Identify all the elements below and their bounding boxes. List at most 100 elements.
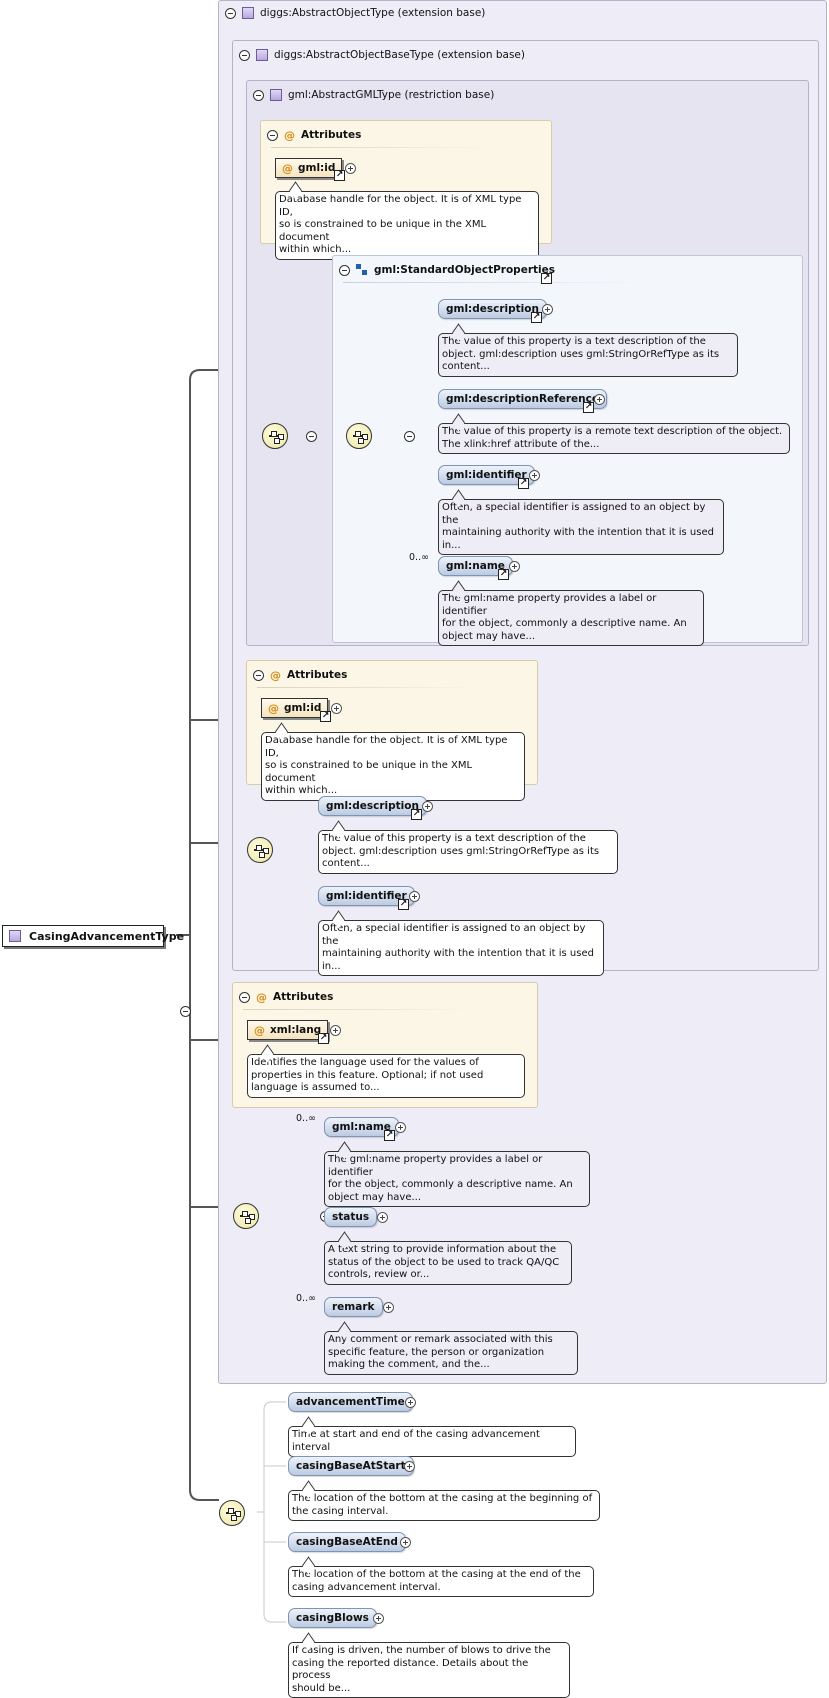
expand-icon[interactable] (331, 703, 342, 714)
element-gml-name[interactable]: gml:name (438, 556, 513, 576)
collapse-icon[interactable] (253, 669, 264, 681)
group-header: gml:AbstractGMLType (restriction base) (253, 87, 494, 103)
element-label: gml:description (326, 800, 419, 812)
expand-icon[interactable] (509, 561, 520, 572)
group-ref-icon (356, 264, 368, 276)
sequence-compositor-icon[interactable] (247, 837, 273, 863)
sequence-compositor-icon[interactable] (233, 1203, 259, 1229)
element-label: status (332, 1211, 370, 1223)
sequence-compositor-icon[interactable] (262, 423, 288, 449)
expand-icon[interactable] (383, 1302, 394, 1313)
element-gml-identifier[interactable]: gml:identifier (438, 465, 535, 485)
attribute-at-icon: @ (270, 668, 281, 682)
expand-icon[interactable] (405, 1397, 416, 1408)
reference-link-icon[interactable]: ↗ (498, 569, 509, 580)
doc-line: so is constrained to be unique in the XM… (265, 760, 473, 784)
attribute-gml-id[interactable]: @ gml:id (261, 698, 329, 718)
root-element-casingadvancementtype[interactable]: CasingAdvancementType (2, 925, 184, 947)
doc-line: the casing interval. (292, 1505, 389, 1517)
element-casingblows[interactable]: casingBlows (288, 1608, 377, 1628)
root-element-label: CasingAdvancementType (29, 929, 185, 943)
expand-icon[interactable] (330, 1025, 341, 1036)
expand-icon[interactable] (345, 163, 356, 174)
element-gml-description[interactable]: gml:description (318, 796, 427, 816)
expand-icon[interactable] (409, 891, 420, 902)
divider (257, 687, 477, 688)
documentation-note: The location of the bottom at the casing… (288, 1566, 594, 1597)
collapse-icon[interactable] (404, 431, 416, 442)
doc-line: specific feature, the person or organiza… (328, 1346, 545, 1358)
expand-icon[interactable] (594, 394, 605, 405)
doc-line: content... (442, 361, 490, 372)
reference-link-icon[interactable]: ↗ (318, 1033, 329, 1044)
expand-icon[interactable] (373, 1613, 384, 1624)
element-label: gml:identifier (326, 890, 407, 902)
reference-link-icon[interactable]: ↗ (320, 711, 331, 722)
collapse-icon[interactable] (239, 49, 250, 61)
group-header: diggs:AbstractObjectBaseType (extension … (239, 47, 525, 63)
element-casingbaseatstart[interactable]: casingBaseAtStart (288, 1456, 414, 1476)
doc-line: The location of the bottom at the casing… (292, 1569, 581, 1580)
element-gml-description[interactable]: gml:description (438, 299, 547, 319)
documentation-note: The value of this property is a text des… (318, 830, 618, 874)
doc-line: status of the object to be used to track… (328, 1256, 560, 1268)
element-label: casingBlows (296, 1612, 369, 1624)
doc-line: The value of this property is a text des… (322, 833, 586, 844)
element-advancementtime[interactable]: advancementTime (288, 1392, 413, 1412)
documentation-note: Often, a special identifier is assigned … (438, 499, 724, 555)
doc-line: properties in this feature. Optional; if… (251, 1069, 484, 1081)
element-status[interactable]: status (324, 1207, 378, 1227)
collapse-icon[interactable] (267, 129, 278, 141)
sequence-compositor-icon[interactable] (219, 1500, 245, 1526)
documentation-note: The value of this property is a remote t… (438, 423, 790, 454)
reference-link-icon[interactable]: ↗ (384, 1130, 395, 1141)
element-casingbaseatend[interactable]: casingBaseAtEnd (288, 1532, 406, 1552)
doc-line: If casing is driven, the number of blows… (292, 1645, 551, 1656)
sequence-compositor-icon[interactable] (346, 423, 372, 449)
doc-line: The value of this property is a remote t… (442, 426, 783, 437)
expand-icon[interactable] (542, 304, 553, 315)
reference-link-icon[interactable]: ↗ (541, 273, 552, 284)
expand-icon[interactable] (404, 1461, 415, 1472)
attribute-gml-id[interactable]: @ gml:id (275, 158, 343, 178)
collapse-icon[interactable] (239, 991, 250, 1003)
reference-link-icon[interactable]: ↗ (531, 312, 542, 323)
collapse-icon[interactable] (180, 1006, 191, 1017)
element-remark[interactable]: remark (324, 1297, 383, 1317)
expand-icon[interactable] (400, 1537, 411, 1548)
attribute-at-icon: @ (256, 990, 267, 1004)
reference-link-icon[interactable]: ↗ (398, 899, 409, 910)
collapse-icon[interactable] (225, 7, 236, 19)
documentation-note: The location of the bottom at the casing… (288, 1490, 600, 1521)
attribute-xml-lang[interactable]: @ xml:lang (247, 1020, 329, 1040)
doc-line: casing the reported distance. Details ab… (292, 1657, 529, 1682)
doc-line: controls, review or... (328, 1269, 430, 1280)
element-gml-identifier[interactable]: gml:identifier (318, 886, 415, 906)
reference-link-icon[interactable]: ↗ (583, 402, 594, 413)
complex-type-icon (270, 89, 282, 101)
attribute-label: gml:id (298, 162, 336, 174)
doc-line: The xlink:href attribute of the... (442, 438, 600, 450)
expand-icon[interactable] (529, 470, 540, 481)
doc-line: for the object, commonly a descriptive n… (328, 1179, 573, 1190)
documentation-note: The value of this property is a text des… (438, 333, 738, 377)
doc-line: object may have... (328, 1191, 422, 1203)
complex-type-icon (256, 49, 268, 61)
collapse-icon[interactable] (306, 431, 318, 442)
divider (243, 1009, 473, 1010)
collapse-icon[interactable] (339, 264, 350, 276)
reference-link-icon[interactable]: ↗ (518, 478, 529, 489)
expand-icon[interactable] (395, 1122, 406, 1133)
element-gml-name[interactable]: gml:name (324, 1117, 399, 1137)
collapse-icon[interactable] (253, 89, 264, 101)
group-title: gml:StandardObjectProperties (374, 264, 555, 276)
reference-link-icon[interactable]: ↗ (411, 809, 422, 820)
group-header: @ Attributes (253, 667, 347, 683)
expand-icon[interactable] (422, 801, 433, 812)
element-gml-descriptionreference[interactable]: gml:descriptionReference (438, 389, 607, 409)
doc-line: maintaining authority with the intention… (442, 527, 714, 538)
complex-type-icon (9, 930, 21, 942)
attribute-label: gml:id (284, 702, 322, 714)
reference-link-icon[interactable]: ↗ (334, 170, 345, 181)
expand-icon[interactable] (377, 1212, 388, 1223)
